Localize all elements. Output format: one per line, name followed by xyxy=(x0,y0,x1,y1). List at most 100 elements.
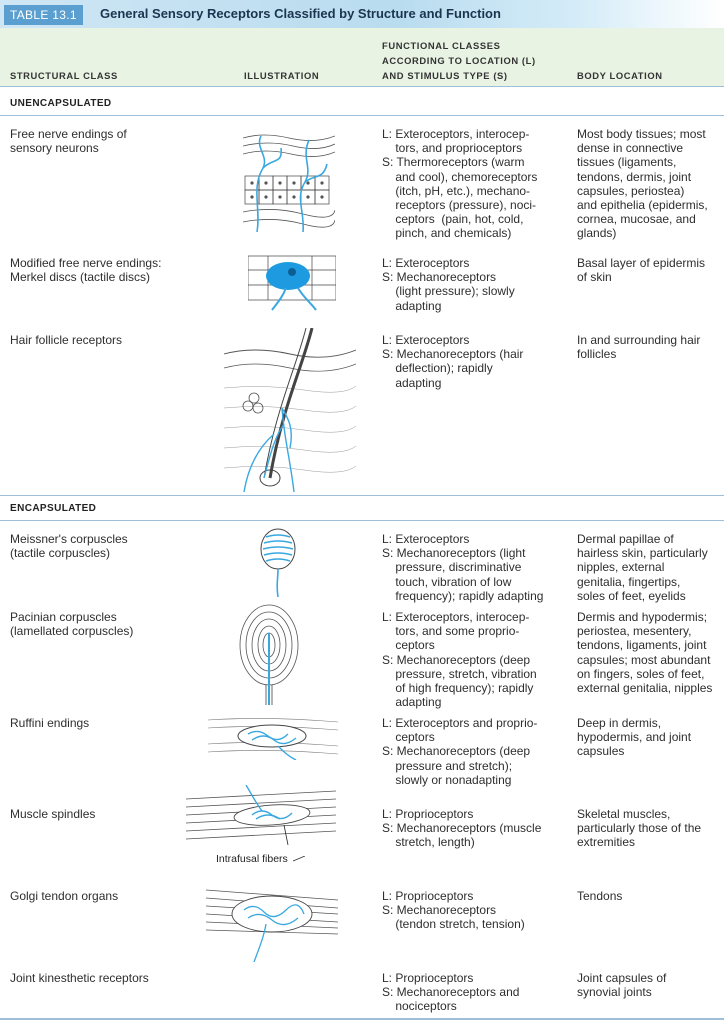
functional-line: and cool), chemoreceptors xyxy=(382,169,538,184)
structural-line: Hair follicle receptors xyxy=(10,333,123,347)
row-1-functional-cell: L: Exteroceptors, interocep- tors, and p… xyxy=(382,127,537,241)
location-line: synovial joints xyxy=(577,985,652,1000)
functional-line: tors, and some proprio- xyxy=(382,624,520,639)
location-line: on fingers, soles of feet, xyxy=(577,666,705,681)
location-line: periostea, mesentery, xyxy=(577,624,692,639)
section-rule xyxy=(0,115,724,116)
merkel-disc-illustration xyxy=(248,255,336,311)
col-functional-1: FUNCTIONAL CLASSES xyxy=(382,40,501,51)
location-line: Joint capsules of xyxy=(577,971,667,985)
table-number: TABLE 13.1 xyxy=(4,5,83,25)
location-line: Dermis and hypodermis; xyxy=(577,610,708,624)
location-line: Deep in dermis, xyxy=(577,716,662,730)
col-illustration: ILLUSTRATION xyxy=(244,70,320,81)
structural-line: Ruffini endings xyxy=(10,716,90,730)
location-line: Basal layer of epidermis xyxy=(577,256,706,270)
header-rule xyxy=(0,86,724,87)
functional-line: (light pressure); slowly xyxy=(382,284,515,299)
functional-line: tors, and proprioceptors xyxy=(382,141,523,156)
row-3-structural-cell: Hair follicle receptors xyxy=(10,333,122,347)
functional-line: ceptors xyxy=(382,638,435,653)
functional-line: adapting xyxy=(382,375,442,390)
structural-line: Meissner's corpuscles xyxy=(10,532,128,546)
row-8-structural-cell: Golgi tendon organs xyxy=(10,889,118,903)
structural-line: Merkel discs (tactile discs) xyxy=(10,270,151,285)
functional-line: S: Mechanoreceptors (hair xyxy=(382,347,524,362)
col-location: BODY LOCATION xyxy=(577,70,663,81)
location-line: Skeletal muscles, xyxy=(577,807,671,821)
location-line: tissues (ligaments, xyxy=(577,155,677,170)
functional-line: L: Exteroceptors xyxy=(382,333,470,347)
meissner-corpuscle-illustration xyxy=(260,528,296,597)
section-rule xyxy=(0,520,724,521)
functional-line: frequency); rapidly adapting xyxy=(382,588,544,603)
functional-line: S: Mechanoreceptors xyxy=(382,903,497,918)
muscle-spindle-illustration xyxy=(186,785,336,845)
functional-line: (itch, pH, etc.), mechano- xyxy=(382,183,531,198)
structural-line: Muscle spindles xyxy=(10,807,96,821)
functional-line: S: Mechanoreceptors (deep xyxy=(382,652,531,667)
functional-line: pressure, discriminative xyxy=(382,560,522,575)
row-2-structural-cell: Modified free nerve endings:Merkel discs… xyxy=(10,256,161,284)
golgi-tendon-organ-illustration xyxy=(206,889,338,962)
location-line: capsules, periostea) xyxy=(577,183,685,198)
functional-line: receptors (pressure), noci- xyxy=(382,198,537,213)
row-9-structural-cell: Joint kinesthetic receptors xyxy=(10,971,149,985)
row-4-structural-cell: Meissner's corpuscles(tactile corpuscles… xyxy=(10,532,128,560)
functional-line: adapting xyxy=(382,695,442,710)
functional-line: S: Mechanoreceptors (deep xyxy=(382,744,531,759)
structural-line: Pacinian corpuscles xyxy=(10,610,117,624)
functional-line: S: Mechanoreceptors (light xyxy=(382,546,526,561)
functional-line: S: Thermoreceptors (warm xyxy=(382,155,525,170)
row-7-structural-cell: Muscle spindles xyxy=(10,807,95,821)
functional-line: stretch, length) xyxy=(382,835,475,850)
location-line: and epithelia (epidermis, xyxy=(577,198,708,213)
row-5-structural-cell: Pacinian corpuscles(lamellated corpuscle… xyxy=(10,610,133,638)
location-line: Dermal papillae of xyxy=(577,532,674,546)
location-line: extremities xyxy=(577,835,636,850)
row-7-location-cell: Skeletal muscles,particularly those of t… xyxy=(577,807,701,850)
functional-line: pressure, stretch, vibration xyxy=(382,666,537,681)
col-functional-2: ACCORDING TO LOCATION (L) xyxy=(382,55,536,66)
functional-line: touch, vibration of low xyxy=(382,574,512,589)
structural-line: Golgi tendon organs xyxy=(10,889,119,903)
functional-line: ceptors (pain, hot, cold, xyxy=(382,212,524,227)
functional-line: S: Mechanoreceptors xyxy=(382,270,497,285)
location-line: nipples, external xyxy=(577,560,665,575)
functional-line: adapting xyxy=(382,298,442,313)
table-title: General Sensory Receptors Classified by … xyxy=(100,6,501,21)
functional-line: S: Mechanoreceptors and xyxy=(382,985,520,1000)
location-line: hypodermis, and joint xyxy=(577,730,692,745)
row-5-location-cell: Dermis and hypodermis;periostea, mesente… xyxy=(577,610,712,695)
location-line: genitalia, fingertips, xyxy=(577,574,681,589)
location-line: particularly those of the xyxy=(577,821,702,836)
functional-line: nociceptors xyxy=(382,999,457,1014)
functional-line: pressure and stretch); xyxy=(382,758,513,773)
table-bottom-rule xyxy=(0,1018,724,1020)
functional-line: L: Proprioceptors xyxy=(382,971,474,985)
functional-line: L: Exteroceptors xyxy=(382,256,470,270)
table-banner: TABLE 13.1 General Sensory Receptors Cla… xyxy=(0,0,724,28)
column-header: STRUCTURAL CLASS ILLUSTRATION FUNCTIONAL… xyxy=(0,28,724,86)
structural-line: Joint kinesthetic receptors xyxy=(10,971,149,985)
structural-line: (lamellated corpuscles) xyxy=(10,624,134,639)
free-nerve-endings-illustration xyxy=(243,128,335,236)
functional-line: L: Proprioceptors xyxy=(382,889,474,903)
functional-line: L: Proprioceptors xyxy=(382,807,474,821)
ruffini-ending-illustration xyxy=(208,718,338,760)
location-line: Tendons xyxy=(577,889,623,903)
structural-line: Free nerve endings of xyxy=(10,127,127,141)
location-line: glands) xyxy=(577,226,617,241)
functional-line: slowly or nonadapting xyxy=(382,772,512,787)
